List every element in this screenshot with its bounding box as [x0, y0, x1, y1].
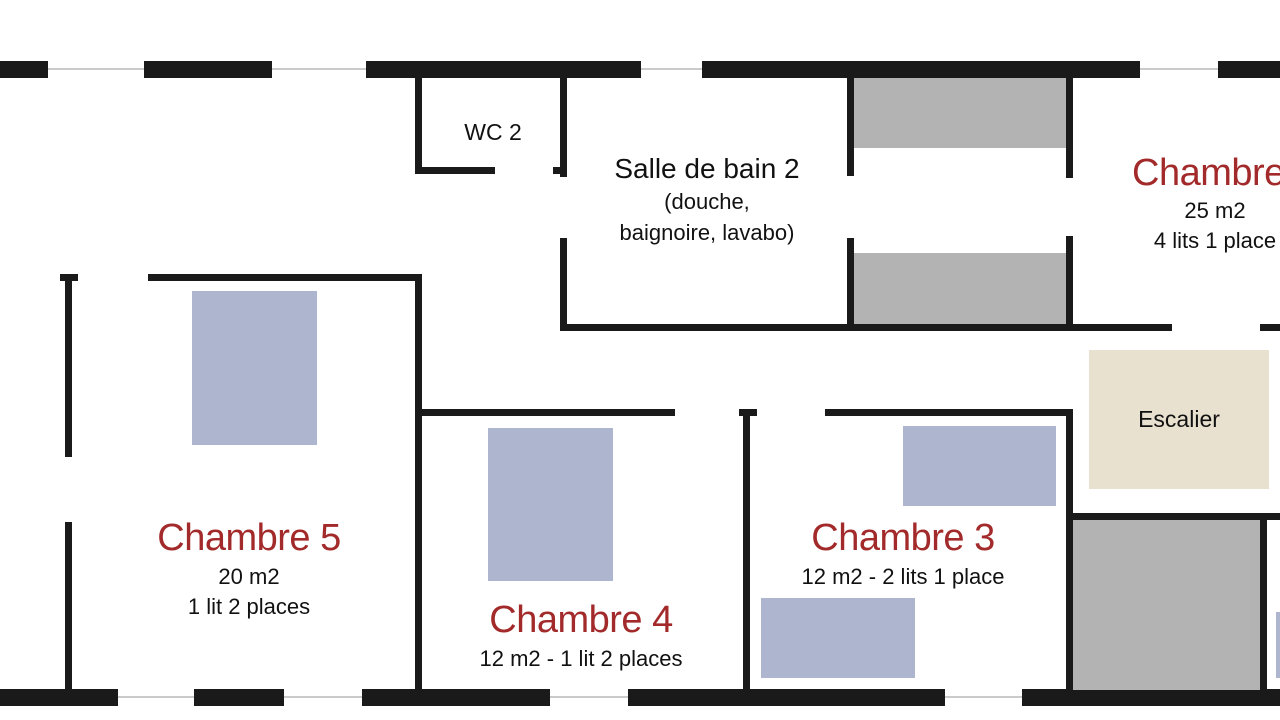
chambre-4-name: Chambre 4: [489, 599, 673, 641]
chambre-5-name: Chambre 5: [157, 517, 341, 559]
wall-ch3-top: [825, 409, 1073, 416]
wall-ch3-right: [1066, 409, 1073, 692]
wall-closet-left-top: [847, 76, 854, 176]
label-chambre-5: Chambre 5 20 m2 1 lit 2 places: [157, 516, 341, 622]
chambre-3-info: 12 m2 - 2 lits 1 place: [801, 563, 1005, 589]
wall-closet-left-bottom: [847, 238, 854, 328]
chambre-5-beds: 1 lit 2 places: [187, 593, 311, 619]
wall-ch5-right: [415, 274, 422, 692]
wall-ch5-left-bottom: [65, 522, 72, 692]
wall-corridor-right-stub: [1260, 324, 1280, 331]
bed-chambre-3-top: [903, 426, 1056, 506]
label-salle-de-bain-2: Salle de bain 2 (douche, baignoire, lava…: [614, 152, 799, 248]
wall-bottom-4: [628, 689, 945, 706]
wall-top-3: [366, 61, 641, 78]
stairs: [1089, 350, 1269, 489]
chambre-4-info: 12 m2 - 1 lit 2 places: [479, 645, 683, 671]
bed-chambre-5: [192, 291, 317, 445]
wall-br-top: [1066, 513, 1280, 520]
wall-ch4-right-cap: [739, 409, 757, 416]
wall-bottom-1: [0, 689, 118, 706]
wall-ch4-top: [415, 409, 675, 416]
bed-chambre-3-bottom: [761, 598, 915, 678]
wall-top-2: [144, 61, 272, 78]
label-chambre-4: Chambre 4 12 m2 - 1 lit 2 places: [480, 598, 683, 674]
wall-bottom-2: [194, 689, 284, 706]
wall-bottom-5: [1022, 689, 1280, 706]
closet-bottom-right: [1073, 520, 1260, 690]
wall-br-divider: [1260, 513, 1267, 692]
closet-bottom: [854, 253, 1066, 324]
wall-wc-right-stub: [553, 167, 567, 174]
label-escalier: Escalier: [1138, 406, 1220, 432]
wall-top-1: [0, 61, 48, 78]
wall-ch5-left-top: [65, 274, 72, 457]
wall-top-4: [702, 61, 1140, 78]
closet-top: [854, 78, 1066, 148]
wall-bottom-3: [362, 689, 550, 706]
wall-top-5: [1218, 61, 1280, 78]
chambre-5-area: 20 m2: [218, 563, 280, 589]
wall-wc-right: [560, 76, 567, 177]
label-chambre-top-right: Chambre: [1132, 151, 1280, 197]
label-wc2: WC 2: [464, 119, 522, 145]
bed-chambre-4: [488, 428, 613, 581]
chambre-top-right-name: Chambre: [1132, 152, 1280, 194]
label-chambre-3: Chambre 3 12 m2 - 2 lits 1 place: [802, 516, 1005, 592]
wall-ch5-top: [148, 274, 422, 281]
wall-closet-right-bottom: [1066, 236, 1073, 328]
wall-bath-bottom: [560, 324, 1172, 331]
chambre-top-right-beds: 4 lits 1 place: [1153, 228, 1277, 253]
wall-ch5-left-cap: [60, 274, 78, 281]
wall-bath-left-lower: [560, 238, 567, 331]
wall-ch4-right: [743, 409, 750, 692]
salle-de-bain-2-name: Salle de bain 2: [614, 153, 800, 184]
bed-edge-right: [1276, 612, 1280, 678]
chambre-top-right-area: 25 m2: [1184, 198, 1246, 223]
wall-closet-right-top: [1066, 76, 1073, 178]
salle-de-bain-2-detail-1: (douche,: [664, 188, 750, 214]
wall-wc-left: [415, 76, 422, 174]
salle-de-bain-2-detail-2: baignoire, lavabo): [619, 219, 795, 245]
chambre-3-name: Chambre 3: [811, 517, 995, 559]
wall-wc-bottom: [415, 167, 495, 174]
